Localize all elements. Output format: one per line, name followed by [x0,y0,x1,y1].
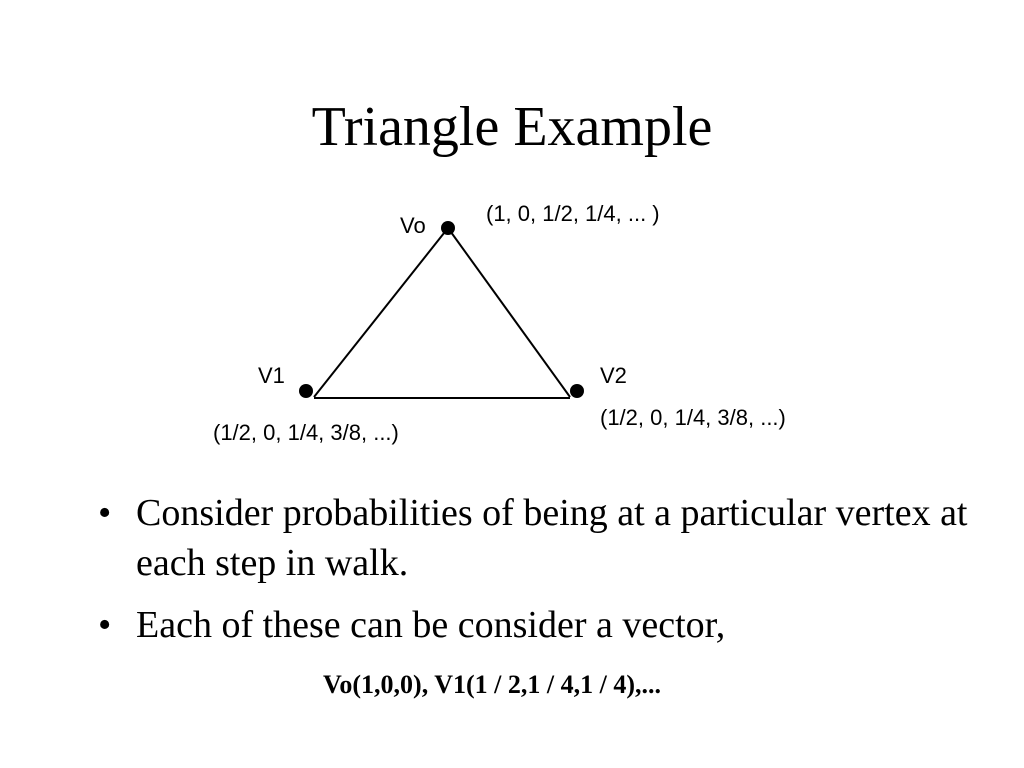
bullet-item: • Consider probabilities of being at a p… [98,488,978,588]
vertex-vo-probabilities: (1, 0, 1/2, 1/4, ... ) [486,201,660,226]
bullet-marker: • [98,492,112,534]
vector-formula: Vo(1,0,0), V1(1 / 2,1 / 4,1 / 4),... [323,670,661,699]
vertex-vo-dot [441,221,455,235]
bullet-marker: • [98,604,112,646]
vertex-v1-probabilities: (1/2, 0, 1/4, 3/8, ...) [213,420,399,445]
slide-title: Triangle Example [311,96,713,158]
bullet-item: • Each of these can be consider a vector… [98,600,978,650]
bullet-list: • Consider probabilities of being at a p… [98,488,978,662]
bullet-text: Consider probabilities of being at a par… [136,492,968,584]
bullet-text: Each of these can be consider a vector, [136,604,726,646]
edge-vo-v2 [447,227,571,398]
edge-vo-v1 [313,227,449,398]
vertex-v1-label: V1 [258,363,285,388]
vertex-v2-dot [570,384,584,398]
vertex-vo-label: Vo [400,213,426,238]
vertex-v2-probabilities: (1/2, 0, 1/4, 3/8, ...) [600,405,786,430]
vertex-v1-dot [299,384,313,398]
vertex-v2-label: V2 [600,363,627,388]
